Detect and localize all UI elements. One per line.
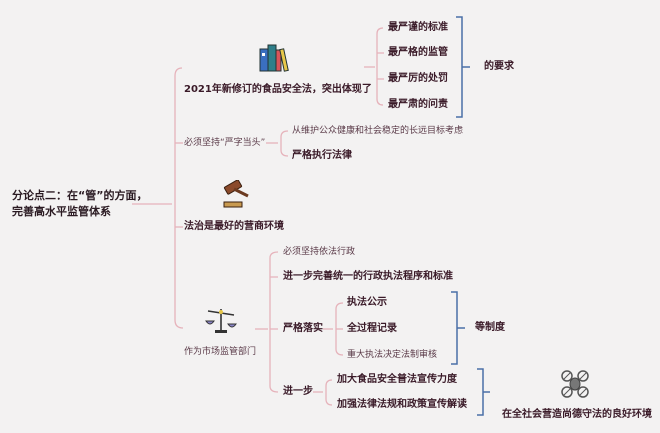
promotion-item: 加大食品安全普法宣传力度 (337, 374, 457, 385)
branch2-item: 严格执行法律 (292, 150, 352, 161)
promotion-summary: 在全社会营造尚德守法的良好环境 (502, 409, 652, 420)
branch1-label: 2021年新修订的食品安全法，突出体现了 (184, 84, 372, 95)
system-item: 全过程记录 (347, 323, 397, 334)
branch4-item: 严格落实 (283, 323, 323, 334)
requirement-item: 最严厉的处罚 (388, 73, 448, 84)
branch4-item: 进一步 (283, 386, 313, 397)
books-icon (259, 44, 289, 72)
branch4-label: 作为市场监管部门 (184, 347, 257, 357)
branch2-label: 必须坚持“严字当头” (184, 138, 266, 148)
requirement-item: 最严格的监管 (388, 47, 448, 58)
system-item: 重大执法决定法制审核 (347, 350, 438, 360)
branch3-label: 法治是最好的营商环境 (184, 221, 284, 232)
branch4-item: 必须坚持依法行政 (283, 247, 356, 257)
promotion-item: 加强法律法规和政策宣传解读 (337, 399, 467, 410)
system-item: 执法公示 (347, 297, 387, 308)
drone-icon (561, 370, 589, 398)
system-summary: 等制度 (475, 322, 505, 333)
root-line-1: 分论点二：在“管”的方面， (12, 189, 148, 202)
root-topic: 分论点二：在“管”的方面， 完善高水平监管体系 (12, 188, 147, 220)
requirement-summary: 的要求 (484, 61, 514, 72)
branch4-item: 进一步完善统一的行政执法程序和标准 (283, 271, 453, 282)
scales-icon (205, 309, 237, 333)
requirement-item: 最严谨的标准 (388, 22, 448, 33)
gavel-icon (223, 180, 249, 208)
root-line-2: 完善高水平监管体系 (12, 205, 111, 218)
requirement-item: 最严肃的问责 (388, 99, 448, 110)
branch2-item: 从维护公众健康和社会稳定的长远目标考虑 (292, 126, 464, 136)
